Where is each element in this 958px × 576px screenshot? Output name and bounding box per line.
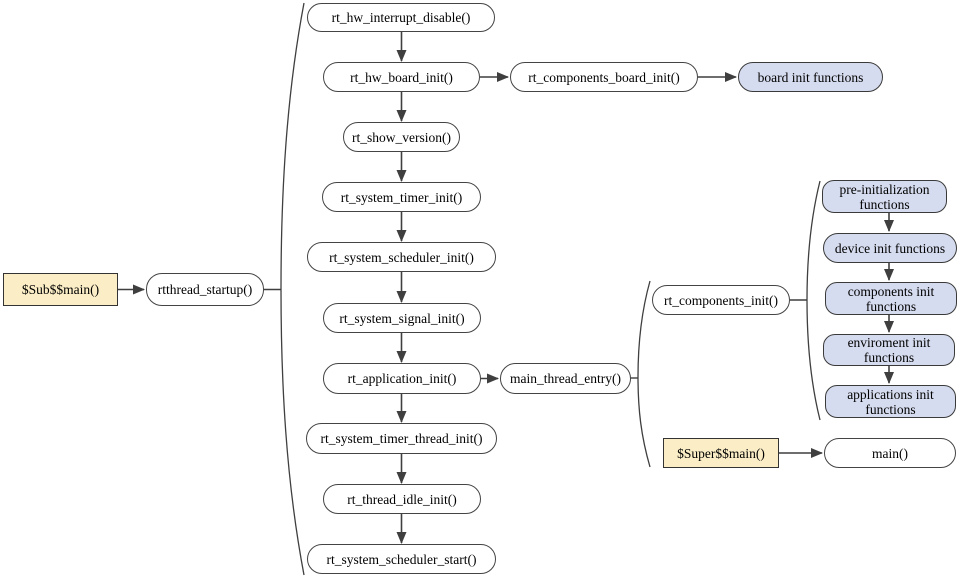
flow-node-main: main() bbox=[824, 438, 956, 468]
flow-node-rt-thread-idle-init: rt_thread_idle_init() bbox=[323, 484, 481, 514]
flow-node-rt-show-version: rt_show_version() bbox=[343, 122, 460, 152]
node-label: rtthread_startup() bbox=[157, 282, 253, 297]
flow-node-board-init-functions: board init functions bbox=[738, 62, 883, 92]
flow-node-rt-system-timer-init: rt_system_timer_init() bbox=[322, 182, 481, 212]
node-label: device init functions bbox=[834, 240, 946, 256]
node-label: pre-initialization functions bbox=[839, 181, 930, 212]
brace-startup-sequence bbox=[280, 2, 305, 576]
flow-node-rt-system-signal-init: rt_system_signal_init() bbox=[323, 303, 481, 333]
node-label: rt_system_scheduler_init() bbox=[329, 249, 474, 265]
node-label: $Sub$$main() bbox=[21, 282, 100, 297]
flow-node-sub-main: $Sub$$main() bbox=[3, 273, 118, 306]
node-label: rt_system_scheduler_start() bbox=[326, 551, 477, 567]
node-label: components init functions bbox=[847, 283, 935, 314]
flow-node-rt-components-init: rt_components_init() bbox=[652, 285, 790, 315]
node-label: rt_components_init() bbox=[664, 292, 778, 308]
node-label: rt_system_signal_init() bbox=[339, 310, 465, 326]
flow-node-rt-system-scheduler-init: rt_system_scheduler_init() bbox=[307, 242, 496, 272]
node-label: board init functions bbox=[757, 69, 864, 85]
flow-node-pre-initialization-functions: pre-initialization functions bbox=[822, 180, 947, 213]
node-label: main() bbox=[872, 445, 908, 461]
flow-node-rt-hw-board-init: rt_hw_board_init() bbox=[323, 62, 480, 92]
flow-node-rtthread-startup: rtthread_startup() bbox=[146, 273, 264, 306]
node-label: $Super$$main() bbox=[677, 445, 765, 461]
node-label: rt_system_timer_init() bbox=[340, 189, 463, 205]
node-label: rt_system_timer_thread_init() bbox=[320, 431, 483, 446]
flow-node-rt-application-init: rt_application_init() bbox=[323, 363, 481, 394]
brace-components-init-group bbox=[806, 180, 821, 421]
flow-node-main-thread-entry: main_thread_entry() bbox=[500, 363, 631, 394]
flow-node-device-init-functions: device init functions bbox=[823, 233, 957, 263]
flow-node-rt-system-timer-thread-init: rt_system_timer_thread_init() bbox=[306, 423, 497, 454]
flow-node-components-init-functions: components init functions bbox=[825, 282, 957, 315]
node-label: rt_hw_interrupt_disable() bbox=[331, 10, 471, 25]
node-label: enviroment init functions bbox=[847, 335, 931, 365]
flow-node-enviroment-init-functions: enviroment init functions bbox=[823, 334, 955, 366]
flow-node-rt-components-board-init: rt_components_board_init() bbox=[510, 62, 698, 92]
node-label: applications init functions bbox=[847, 386, 934, 417]
node-label: rt_hw_board_init() bbox=[350, 69, 453, 85]
node-label: main_thread_entry() bbox=[510, 371, 621, 386]
flow-node-rt-hw-interrupt-disable: rt_hw_interrupt_disable() bbox=[307, 3, 495, 32]
flow-node-super-main: $Super$$main() bbox=[663, 438, 779, 468]
flow-node-rt-system-scheduler-start: rt_system_scheduler_start() bbox=[307, 544, 496, 574]
brace-main-thread-group bbox=[637, 280, 651, 468]
flow-node-applications-init-functions: applications init functions bbox=[825, 385, 956, 418]
node-label: rt_application_init() bbox=[347, 371, 457, 386]
node-label: rt_thread_idle_init() bbox=[347, 491, 457, 507]
node-label: rt_show_version() bbox=[352, 129, 451, 145]
node-label: rt_components_board_init() bbox=[528, 69, 680, 85]
